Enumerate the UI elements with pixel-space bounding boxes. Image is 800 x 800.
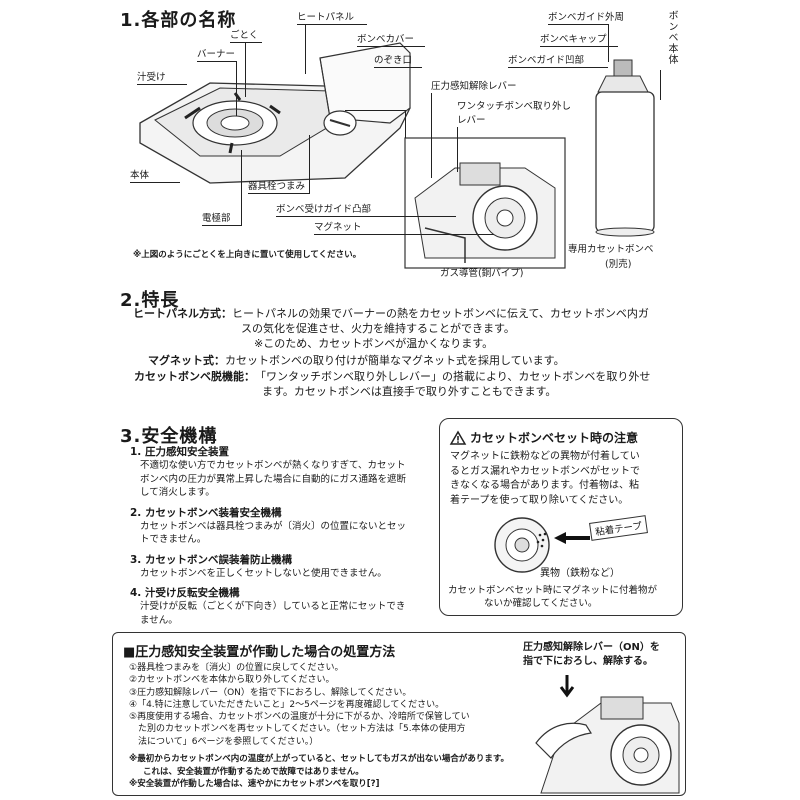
- cylinder-holder-detail: [404, 137, 566, 269]
- feature-heat-panel: ヒートパネル方式：ヒートパネルの効果でバーナーの熱をカセットボンベに伝えて、カセ…: [133, 306, 649, 322]
- label-peephole: のぞき口: [374, 55, 413, 66]
- label-cylinder-body: ボンベ本体: [666, 10, 677, 65]
- label-cassette-1: 専用カセットボンベ: [568, 244, 654, 255]
- feature-heat-panel-key: ヒートパネル方式：: [133, 307, 232, 320]
- warning-icon: [449, 430, 467, 445]
- safety-item-1-line: して消火します。: [140, 487, 215, 498]
- procedure-steps: ①器具栓つまみを〔消火〕の位置に戻してください。 ②カセットボンベを本体から取り…: [129, 662, 529, 748]
- lever-release-illustration: [535, 675, 680, 794]
- caution-check-line: ないか確認してください。: [484, 598, 598, 609]
- caution-box: カセットボンベセット時の注意 マグネットに鉄粉などの異物が付着してい るとガス漏…: [439, 418, 683, 616]
- label-pressure-lever: 圧力感知解除レバー: [431, 81, 517, 92]
- procedure-footnote: これは、安全装置が作動するためで故障ではありません。: [143, 766, 364, 777]
- safety-item-2-line: トできません。: [140, 534, 207, 545]
- safety-item-4-body: 汁受けが反転（ごとくが下向き）していると正常にセットでき ません。: [130, 600, 430, 627]
- label-cassette-2: (別売): [605, 259, 632, 270]
- caution-title: カセットボンベセット時の注意: [470, 431, 639, 445]
- caution-line: きなくなる場合があります。付着物は、粘: [450, 480, 639, 491]
- safety-item-1-line: ボンベ内の圧力が異常上昇した場合に自動的にガス通路を遮断: [140, 473, 407, 485]
- label-burner: バーナー: [197, 49, 236, 60]
- label-drip-tray: 汁受け: [137, 72, 166, 83]
- safety-item-1-title: 1. 圧力感知安全装置: [130, 446, 229, 458]
- procedure-step: ⑤再度使用する場合、カセットボンベの温度が十分に下がるか、冷暗所で保管してい: [129, 712, 470, 723]
- safety-item-3-body: カセットボンベを正しくセットしないと使用できません。: [130, 567, 430, 581]
- lever-instruction: 圧力感知解除レバー（ON）を 指で下におろし、解除する。: [523, 641, 660, 669]
- procedure-step: ①器具栓つまみを〔消火〕の位置に戻してください。: [129, 663, 344, 673]
- feature-removal-line-1: 「ワンタッチボンベ取り外しレバー」の搭載により、カセットボンベを取り外せ: [255, 370, 651, 383]
- label-electrode: 電極部: [202, 213, 231, 224]
- procedure-box: ■圧力感知安全装置が作動した場合の処置方法 ①器具栓つまみを〔消火〕の位置に戻し…: [112, 632, 686, 796]
- safety-item-4-line: ません。: [140, 614, 178, 626]
- feature-removal-line-2: ます。カセットボンベは直接手で取り外すこともできます。: [262, 385, 557, 398]
- label-guide-outer: ボンベガイド外周: [548, 12, 625, 23]
- tape-label: 粘着テープ: [589, 515, 648, 541]
- feature-heat-panel-line-2: スの気化を促進させ、火力を維持することができます。: [241, 322, 515, 335]
- safety-item-4-line: 汁受けが反転（ごとくが下向き）していると正常にセットでき: [140, 601, 406, 612]
- label-heat-panel: ヒートパネル: [297, 12, 355, 23]
- label-onetouch-lever-2: レバー: [457, 115, 486, 126]
- procedure-step: ④「4.特に注意していただきたいこと」2～5ページを再度確認してください。: [129, 699, 445, 710]
- label-gotoku: ごとく: [230, 30, 259, 41]
- caution-line: 着テープを使って取り除いてください。: [450, 494, 629, 506]
- label-gas-pipe: ガス導管(銅パイプ): [440, 268, 524, 279]
- safety-item-2-body: カセットボンベは器具栓つまみが〔消火〕の位置にないとセッ トできません。: [130, 520, 430, 547]
- procedure-title: ■圧力感知安全装置が作動した場合の処置方法: [123, 645, 396, 660]
- safety-item-2-title: 2. カセットボンベ装着安全機構: [130, 506, 282, 519]
- foreign-matter-label: 異物（鉄粉など）: [540, 568, 620, 579]
- feature-heat-panel-line-3: ※このため、カセットボンベが温かくなります。: [254, 337, 494, 350]
- caution-text: マグネットに鉄粉などの異物が付着してい るとガス漏れやカセットボンベがセットで …: [450, 450, 640, 508]
- arrow-left-icon: [554, 532, 590, 544]
- feature-removal: カセットボンベ脱機能：「ワンタッチボンベ取り外しレバー」の搭載により、カセットボ…: [134, 369, 650, 385]
- procedure-footnotes: ※最初からカセットボンベ内の温度が上がっていると、セットしてもガスが出ない場合が…: [129, 753, 509, 791]
- procedure-step: ③圧力感知解除レバー（ON）を指で下におろし、解除してください。: [129, 687, 412, 698]
- caution-heading: カセットボンベセット時の注意: [449, 429, 639, 446]
- safety-item-3-title: 3. カセットボンベ誤装着防止機構: [130, 553, 292, 566]
- safety-item-1-line: 不適切な使い方でカセットボンベが熱くなりすぎて、カセット: [140, 460, 406, 471]
- label-guide-concave: ボンベガイド凹部: [508, 55, 585, 66]
- section3-title: 3.安全機構: [120, 426, 218, 447]
- feature-magnet-line-1: カセットボンベの取り付けが簡単なマグネット式を採用しています。: [225, 354, 565, 367]
- caution-check: カセットボンベセット時にマグネットに付着物が ないか確認してください。: [448, 584, 657, 610]
- safety-list: 1. 圧力感知安全装置 不適切な使い方でカセットボンベが熱くなりすぎて、カセット…: [130, 444, 430, 627]
- safety-item-3-line: カセットボンベを正しくセットしないと使用できません。: [140, 567, 387, 579]
- procedure-step: ②カセットボンベを本体から取り外してください。: [129, 675, 335, 686]
- procedure-step: た別のカセットボンベを再セットしてください。（セット方法は「5.本体の使用方: [138, 724, 466, 735]
- section1-title: 1.各部の名称: [120, 10, 237, 31]
- label-valve-knob: 器具栓つまみ: [248, 181, 306, 192]
- section1-note: ※上図のようにごとくを上向きに置いて使用してください。: [133, 250, 362, 260]
- cassette-cylinder: [595, 59, 655, 237]
- stove-illustration: [139, 42, 411, 184]
- section2-title: 2.特長: [120, 290, 180, 311]
- feature-magnet: マグネット式：カセットボンベの取り付けが簡単なマグネット式を採用しています。: [148, 353, 565, 369]
- label-guide-convex: ボンベ受けガイド凸部: [276, 204, 372, 215]
- procedure-footnote: ※安全装置が作動した場合は、速やかにカセットボンベを取り[?]: [129, 779, 380, 789]
- magnet-illustration: [494, 517, 550, 573]
- caution-check-line: カセットボンベセット時にマグネットに付着物が: [448, 585, 658, 596]
- lever-instruction-line: 指で下におろし、解除する。: [523, 656, 653, 667]
- label-body: 本体: [130, 170, 150, 181]
- procedure-step: 法について」6ページを参照してください。）: [138, 736, 319, 747]
- procedure-footnote: ※最初からカセットボンベ内の温度が上がっていると、セットしてもガスが出ない場合が…: [129, 754, 509, 764]
- safety-item-2-line: カセットボンベは器具栓つまみが〔消火〕の位置にないとセッ: [140, 520, 407, 532]
- label-magnet: マグネット: [314, 222, 362, 233]
- feature-removal-key: カセットボンベ脱機能：: [134, 370, 255, 383]
- safety-item-4-title: 4. 汁受け反転安全機構: [130, 587, 240, 599]
- safety-item-1-body: 不適切な使い方でカセットボンベが熱くなりすぎて、カセット ボンベ内の圧力が異常上…: [130, 459, 430, 500]
- label-cylinder-cover: ボンベカバー: [357, 34, 415, 45]
- caution-line: るとガス漏れやカセットボンベがセットで: [450, 465, 640, 477]
- label-onetouch-lever-1: ワンタッチボンベ取り外し: [457, 101, 572, 112]
- feature-magnet-key: マグネット式：: [148, 354, 225, 367]
- feature-heat-panel-line-1: ヒートパネルの効果でバーナーの熱をカセットボンベに伝えて、カセットボンベ内ガ: [232, 307, 649, 320]
- lever-instruction-line: 圧力感知解除レバー（ON）を: [523, 642, 660, 653]
- caution-line: マグネットに鉄粉などの異物が付着してい: [450, 451, 640, 462]
- label-cylinder-cap: ボンベキャップ: [540, 34, 607, 45]
